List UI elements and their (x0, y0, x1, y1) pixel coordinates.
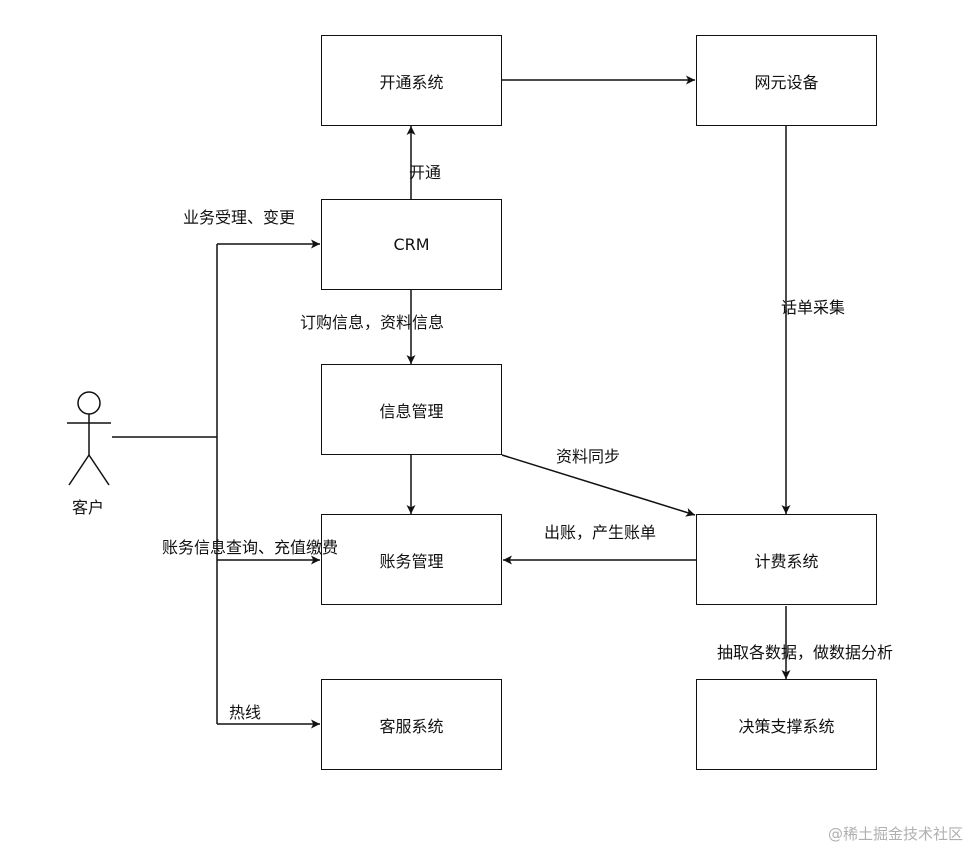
edge-sync-label: 资料同步 (556, 447, 621, 466)
actor-figure (67, 391, 111, 486)
edge-bill-label: 出账，产生账单 (544, 523, 657, 542)
edge-query-label: 账务信息查询、充值缴费 (162, 538, 339, 557)
node-provisioning-label: 开通系统 (379, 72, 444, 92)
edge-cdr-label: 话单采集 (781, 298, 846, 317)
edge-open-label: 开通 (409, 163, 442, 182)
node-crm: CRM (321, 199, 502, 290)
node-charging: 计费系统 (696, 514, 877, 605)
node-decision-support-label: 决策支撑系统 (738, 716, 835, 736)
node-provisioning: 开通系统 (321, 35, 502, 126)
edge-sync (501, 454, 696, 517)
node-info-mgmt-label: 信息管理 (379, 401, 444, 421)
node-info-mgmt: 信息管理 (321, 364, 502, 455)
actor-label: 客户 (72, 498, 105, 517)
node-billing-mgmt: 账务管理 (321, 514, 502, 605)
edge-business-label: 业务受理、变更 (183, 208, 296, 227)
node-network: 网元设备 (696, 35, 877, 126)
node-charging-label: 计费系统 (754, 551, 819, 571)
node-customer-service-label: 客服系统 (379, 716, 444, 736)
node-billing-mgmt-label: 账务管理 (379, 551, 444, 571)
watermark: @稀土掘金技术社区 (827, 825, 963, 843)
edge-hotline-label: 热线 (229, 703, 262, 722)
node-decision-support: 决策支撑系统 (696, 679, 877, 770)
node-network-label: 网元设备 (754, 72, 819, 92)
node-crm-label: CRM (393, 235, 430, 254)
edge-order-info-label: 订购信息，资料信息 (300, 313, 445, 332)
node-customer-service: 客服系统 (321, 679, 502, 770)
edge-extract-label: 抽取各数据，做数据分析 (717, 643, 894, 662)
